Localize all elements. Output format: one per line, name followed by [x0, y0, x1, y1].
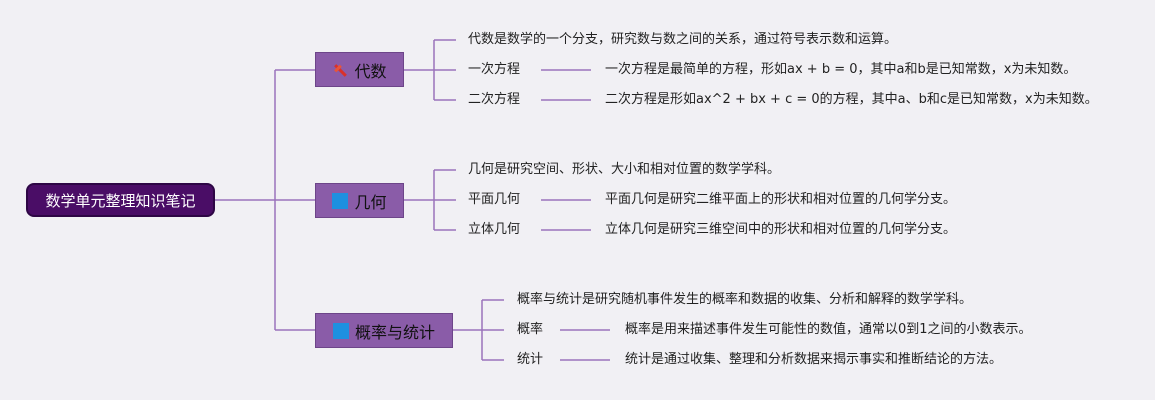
child-definition: 二次方程是形如ax^2 + bx + c = 0的方程，其中a、b和c是已知常数… — [605, 92, 1098, 107]
branch-summary: 概率与统计是研究随机事件发生的概率和数据的收集、分析和解释的数学学科。 — [517, 292, 973, 307]
blue-square-icon — [332, 192, 349, 209]
branch-summary: 代数是数学的一个分支，研究数与数之间的关系，通过符号表示数和运算。 — [468, 32, 898, 47]
child-definition: 平面几何是研究二维平面上的形状和相对位置的几何学分支。 — [605, 192, 957, 207]
hammer-icon — [332, 62, 348, 78]
root-label: 数学单元整理知识笔记 — [45, 191, 196, 210]
branch-label: 概率与统计 — [354, 322, 435, 342]
root-node[interactable]: 数学单元整理知识笔记 — [26, 183, 215, 217]
child-term: 统计 — [517, 352, 544, 367]
branch-label: 代数 — [354, 61, 387, 81]
child-definition: 概率是用来描述事件发生可能性的数值，通常以0到1之间的小数表示。 — [625, 322, 1032, 337]
child-term: 概率 — [517, 322, 544, 337]
child-definition: 一次方程是最简单的方程，形如ax + b = 0，其中a和b是已知常数，x为未知… — [605, 62, 1077, 77]
branch-node-geometry[interactable]: 几何 — [315, 183, 404, 218]
branch-summary: 几何是研究空间、形状、大小和相对位置的数学学科。 — [468, 162, 781, 177]
child-term: 一次方程 — [468, 62, 521, 77]
child-term: 二次方程 — [468, 92, 521, 107]
branch-node-probability-statistics[interactable]: 概率与统计 — [315, 313, 453, 348]
child-term: 立体几何 — [468, 222, 521, 237]
blue-square-icon — [332, 322, 349, 339]
branch-node-algebra[interactable]: 代数 — [315, 52, 404, 87]
child-term: 平面几何 — [468, 192, 521, 207]
child-definition: 立体几何是研究三维空间中的形状和相对位置的几何学分支。 — [605, 222, 957, 237]
child-definition: 统计是通过收集、整理和分析数据来揭示事实和推断结论的方法。 — [625, 352, 1003, 367]
branch-label: 几何 — [354, 192, 387, 212]
